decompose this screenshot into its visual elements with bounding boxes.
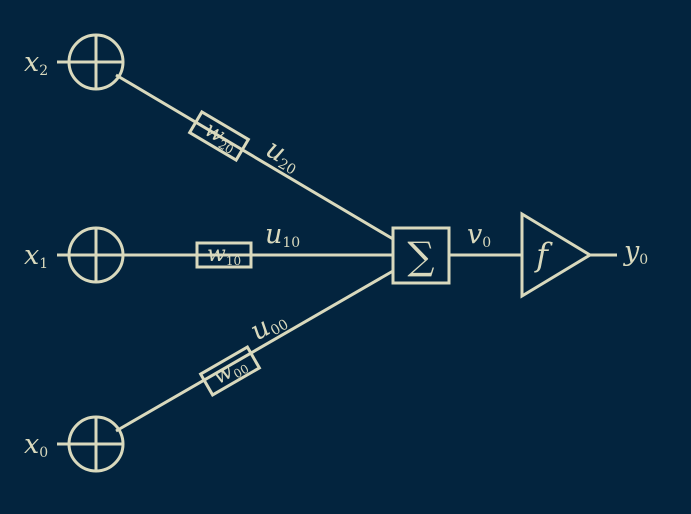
- signal-label-10: u10: [265, 219, 300, 251]
- input-node-1: [67, 226, 125, 284]
- svg-text:∑: ∑: [407, 234, 434, 278]
- output-label: y0: [623, 236, 648, 268]
- weight-box-00: w00: [198, 345, 262, 397]
- input-label-1: x1: [24, 240, 48, 272]
- circle-crosshair-icon: [67, 33, 125, 91]
- svg-text:w20: w20: [199, 117, 242, 157]
- svg-text:f: f: [534, 236, 553, 274]
- net-input-label: v0: [467, 219, 491, 251]
- triangle-amplifier-icon: f: [520, 211, 593, 299]
- input-node-0: [67, 415, 125, 473]
- connection-lines: [57, 60, 617, 446]
- weight-box-20: w20: [187, 109, 251, 163]
- input-label-0: x0: [24, 429, 48, 461]
- signal-label-20: u20: [260, 133, 307, 178]
- summation-node: ∑: [391, 226, 451, 285]
- circle-crosshair-icon: [67, 415, 125, 473]
- line-branch-2: [115, 73, 394, 241]
- signal-label-00: u00: [245, 303, 292, 348]
- circle-crosshair-icon: [67, 226, 125, 284]
- input-label-2: x2: [24, 47, 48, 79]
- input-node-2: [67, 33, 125, 91]
- svg-text:w10: w10: [207, 242, 241, 268]
- line-branch-0: [115, 269, 394, 433]
- weight-box-10: w10: [195, 241, 253, 269]
- activation-node: f: [520, 211, 593, 299]
- sigma-box-icon: ∑: [391, 226, 451, 285]
